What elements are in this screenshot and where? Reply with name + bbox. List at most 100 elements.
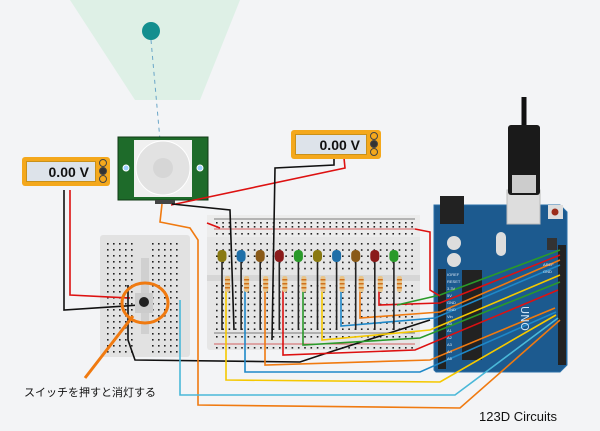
resistor[interactable]	[301, 276, 307, 292]
breadboard-hole	[119, 249, 121, 251]
breadboard-hole	[131, 309, 133, 311]
arduino-model-label: UNO	[517, 306, 531, 331]
pir-sensor[interactable]	[117, 136, 209, 204]
voltmeter-left[interactable]: 0.00 V	[22, 157, 110, 186]
breadboard-hole	[348, 226, 350, 228]
breadboard-hole	[373, 222, 376, 224]
breadboard-hole	[216, 267, 218, 270]
breadboard-hole	[360, 303, 363, 306]
breadboard-hole	[247, 336, 250, 338]
led[interactable]	[255, 250, 265, 330]
resistor-band	[358, 287, 364, 289]
breadboard-hole	[152, 351, 154, 353]
led[interactable]	[274, 250, 284, 330]
breadboard-hole	[164, 285, 166, 287]
breadboard-hole	[125, 243, 127, 245]
target-marker[interactable]	[142, 22, 160, 40]
breadboard-hole	[241, 297, 243, 299]
breadboard-hole	[297, 233, 300, 235]
breadboard-hole	[348, 303, 350, 306]
led-body	[236, 250, 246, 262]
resistor[interactable]	[244, 276, 250, 292]
breadboard-hole	[247, 226, 250, 228]
resistor[interactable]	[263, 276, 269, 292]
meter-knob-icon[interactable]	[370, 140, 378, 148]
led[interactable]	[370, 250, 380, 330]
breadboard-hole	[234, 322, 237, 324]
breadboard-hole	[329, 347, 331, 349]
breadboard-hole	[247, 322, 250, 324]
breadboard-hole	[360, 243, 363, 245]
breadboard-hole	[131, 303, 133, 305]
breadboard-hole	[216, 316, 218, 318]
voltmeter-right[interactable]: 0.00 V	[291, 130, 381, 159]
breadboard-hole	[367, 297, 369, 299]
breadboard-hole	[107, 261, 109, 263]
meter-knob-icon[interactable]	[370, 132, 378, 140]
breadboard-hole	[304, 261, 306, 264]
breadboard-hole	[152, 249, 154, 251]
breadboard-hole	[379, 222, 382, 224]
resistor[interactable]	[320, 276, 326, 292]
breadboard-hole	[405, 249, 407, 251]
breadboard-hole	[216, 322, 218, 324]
resistor[interactable]	[377, 276, 383, 292]
breadboard-hole	[234, 291, 237, 293]
breadboard-hole	[125, 249, 127, 251]
breadboard-hole	[285, 291, 287, 293]
breadboard-hole	[392, 347, 394, 349]
breadboard-hole	[304, 243, 306, 245]
breadboard-hole	[234, 285, 237, 287]
breadboard-hole	[119, 267, 121, 269]
breadboard-hole	[310, 233, 313, 235]
led[interactable]	[293, 250, 303, 330]
breadboard-hole	[335, 226, 338, 228]
breadboard-hole	[335, 336, 338, 338]
breadboard-hole	[164, 345, 166, 347]
breadboard-hole	[285, 226, 287, 228]
pin-label: GND	[447, 300, 456, 305]
breadboard-hole	[266, 226, 268, 228]
resistor[interactable]	[282, 276, 288, 292]
breadboard-hole	[170, 309, 172, 311]
breadboard-hole	[360, 316, 363, 318]
breadboard-hole	[272, 347, 275, 349]
led[interactable]	[351, 250, 361, 330]
resistor[interactable]	[339, 276, 345, 292]
breadboard-hole	[152, 345, 154, 347]
meter-knob-icon[interactable]	[370, 148, 378, 156]
push-button[interactable]	[139, 297, 149, 307]
arduino-uno-board[interactable]	[433, 189, 568, 373]
breadboard-hole	[310, 303, 313, 306]
breadboard-hole	[329, 261, 331, 264]
resistor[interactable]	[396, 276, 402, 292]
meter-knob-icon[interactable]	[99, 175, 107, 183]
breadboard-hole	[285, 243, 287, 245]
led[interactable]	[332, 250, 342, 330]
led[interactable]	[236, 250, 246, 330]
led[interactable]	[313, 250, 322, 330]
breadboard-hole	[113, 261, 115, 263]
detection-line	[150, 39, 161, 141]
breadboard-hole	[304, 267, 306, 270]
breadboard-hole	[253, 347, 256, 349]
breadboard-hole	[216, 222, 218, 224]
meter-knob-icon[interactable]	[99, 159, 107, 167]
breadboard-hole	[222, 303, 224, 306]
led[interactable]	[389, 250, 399, 330]
breadboard-hole	[405, 316, 407, 318]
breadboard-hole	[323, 267, 325, 270]
meter-knob-icon[interactable]	[99, 167, 107, 175]
resistor[interactable]	[225, 276, 230, 292]
breadboard-hole	[386, 316, 388, 318]
breadboard-hole	[279, 243, 281, 245]
breadboard-hole	[354, 233, 357, 235]
breadboard-hole	[297, 243, 300, 245]
breadboard-hole	[247, 303, 250, 306]
breadboard-hole	[386, 328, 388, 330]
resistor[interactable]	[358, 276, 364, 292]
breadboard-hole	[228, 226, 231, 228]
breadboard-hole	[272, 309, 275, 312]
led[interactable]	[217, 250, 227, 330]
